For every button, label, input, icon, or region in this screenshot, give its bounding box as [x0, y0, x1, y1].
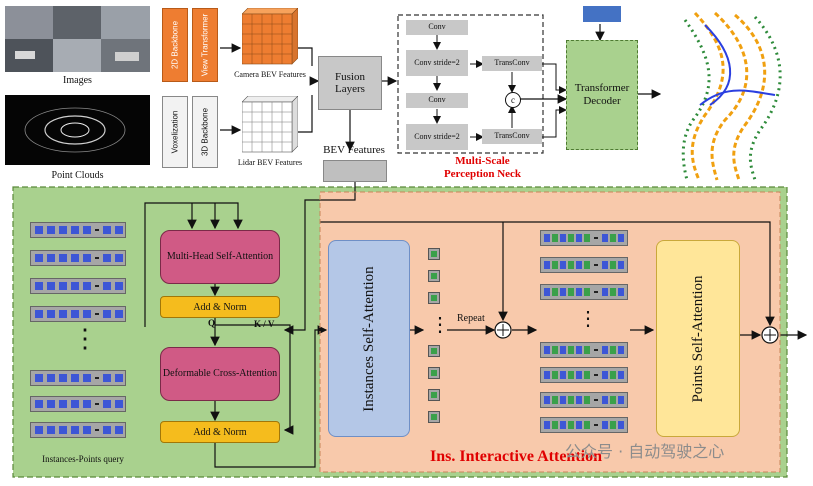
instances-self-attention-box: Instances Self-Attention — [328, 240, 410, 437]
add-norm-box: Add & Norm — [160, 296, 280, 318]
point-cloud-thumbnail — [5, 95, 150, 165]
query-row — [30, 222, 126, 238]
instance-token — [428, 367, 440, 379]
instance-token — [428, 345, 440, 357]
point-ellipsis: ⋮ — [578, 308, 598, 330]
ins-interactive-title: Ins. Interactive Attention — [430, 448, 602, 465]
query-row — [30, 278, 126, 294]
neck-conv-box: Conv — [406, 93, 468, 108]
neck-transconv-box: TransConv — [482, 129, 542, 144]
neck-conv-stride-box: Conv stride=2 — [406, 50, 468, 76]
query-ellipsis: ⋮ — [72, 324, 98, 353]
query-embedding-bar — [583, 6, 621, 22]
point-row — [540, 284, 628, 300]
query-row — [30, 250, 126, 266]
instance-token — [428, 270, 440, 282]
neck-transconv-box: TransConv — [482, 56, 542, 71]
query-row — [30, 370, 126, 386]
kv-label: K / V — [254, 319, 275, 329]
deformable-cross-attention-box: Deformable Cross-Attention — [160, 347, 280, 401]
concat-icon: c — [505, 92, 521, 108]
repeat-label: Repeat — [457, 313, 485, 324]
instance-token — [428, 411, 440, 423]
neck-title: Multi-Scale Perception Neck — [443, 155, 522, 181]
point-row — [540, 367, 628, 383]
bev-features-bar — [323, 160, 387, 182]
instance-token — [428, 248, 440, 260]
lidar-bev-features-label: Lidar BEV Features — [237, 158, 303, 167]
camera-bev-grid-icon — [242, 8, 298, 65]
lidar-bev-grid-icon — [242, 96, 298, 153]
instance-token — [428, 389, 440, 401]
neck-conv-stride-box: Conv stride=2 — [406, 124, 468, 150]
images-label: Images — [63, 75, 92, 86]
map-output-icon — [681, 11, 782, 181]
query-row — [30, 306, 126, 322]
backbone-3d-box: 3D Backbone — [192, 96, 218, 168]
instance-ellipsis: ⋮ — [430, 314, 450, 336]
q-label: Q — [208, 318, 216, 328]
camera-images-thumbnail — [5, 6, 150, 72]
query-row — [30, 396, 126, 412]
query-label: Instances-Points query — [42, 454, 124, 464]
instance-token — [428, 292, 440, 304]
neck-dashed-box — [397, 14, 544, 154]
camera-bev-features-label: Camera BEV Features — [234, 70, 306, 79]
transformer-decoder-box: Transformer Decoder — [566, 40, 638, 150]
fusion-layers-box: Fusion Layers — [318, 56, 382, 110]
multi-head-self-attention-box: Multi-Head Self-Attention — [160, 230, 280, 284]
point-row — [540, 230, 628, 246]
watermark: 公众号 · 自动驾驶之心 — [565, 442, 725, 461]
view-transformer-box: View Transformer — [192, 8, 218, 82]
points-self-attention-box: Points Self-Attention — [656, 240, 740, 437]
bev-features-label: BEV Features — [323, 144, 385, 156]
point-row — [540, 342, 628, 358]
add-norm-box: Add & Norm — [160, 421, 280, 443]
voxelization-box: Voxelization — [162, 96, 188, 168]
query-row — [30, 422, 126, 438]
point-row — [540, 392, 628, 408]
point-clouds-label: Point Clouds — [51, 170, 104, 181]
backbone-2d-box: 2D Backbone — [162, 8, 188, 82]
point-row — [540, 417, 628, 433]
point-row — [540, 257, 628, 273]
neck-conv-box: Conv — [406, 20, 468, 35]
